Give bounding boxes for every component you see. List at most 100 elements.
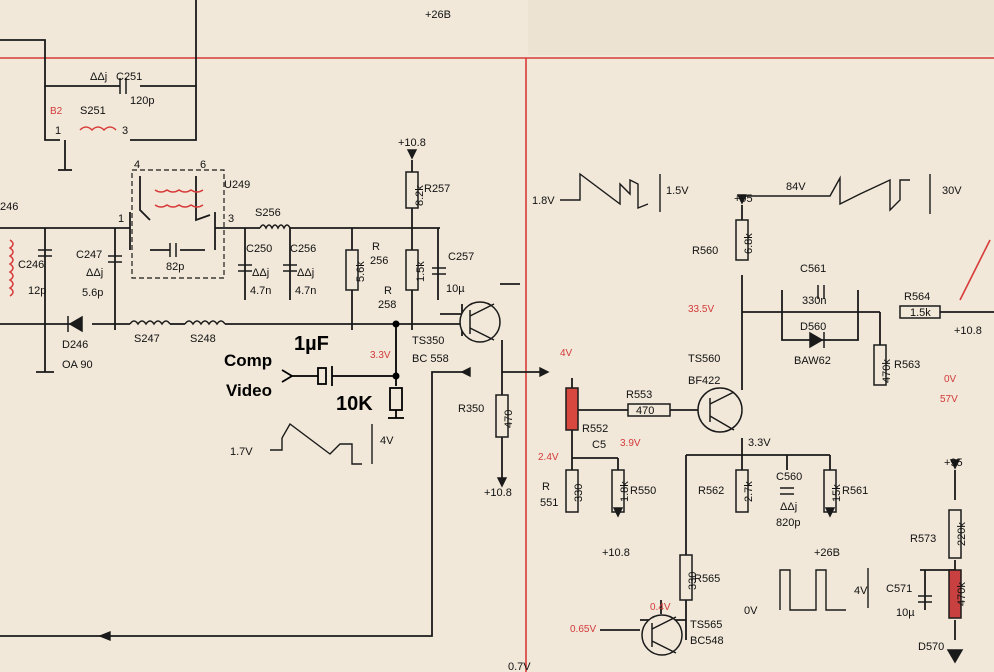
r350-value: 470: [503, 410, 515, 428]
c250-code: ΔΔj: [252, 267, 269, 279]
wave2-right: 30V: [942, 185, 962, 197]
c560-code: ΔΔj: [780, 501, 797, 513]
comp-video-annotation: Comp Video 1µF 10K: [224, 320, 404, 419]
r564-label: R564: [904, 291, 930, 303]
c256-code: ΔΔj: [297, 267, 314, 279]
c257-value: 10µ: [446, 283, 465, 295]
s251-label: S251: [80, 105, 106, 117]
wave2-left: 84V: [786, 181, 806, 193]
v0b-label: 0V: [744, 605, 758, 617]
r565-value: 330: [687, 572, 699, 590]
c571-value: 10µ: [896, 607, 915, 619]
v4red-label: 4V: [560, 348, 573, 359]
u249-pin1: 1: [118, 213, 124, 225]
waveforms: [270, 172, 931, 611]
r573-label: R573: [910, 533, 936, 545]
stage1-labels: +10.8 R257 8.2k R 256 5.6k R 258 1.5k C2…: [230, 137, 515, 499]
v04-label: 0.4V: [650, 602, 671, 613]
r551-number: 551: [540, 497, 558, 509]
c5-tag: C5: [592, 439, 606, 451]
r551-label: R: [542, 481, 550, 493]
r552-label: R552: [582, 423, 608, 435]
c251-code: ΔΔj: [90, 71, 107, 83]
video-label: Video: [226, 381, 272, 400]
comp-label: Comp: [224, 351, 272, 370]
wiring: [0, 0, 994, 640]
v0-label: 0V: [944, 374, 957, 385]
d560-label: D560: [800, 321, 826, 333]
c247-code: ΔΔj: [86, 267, 103, 279]
r563-value: 470k: [881, 359, 893, 383]
s256-label: S256: [255, 207, 281, 219]
r258-number: 258: [378, 299, 396, 311]
r256-label: R: [372, 241, 380, 253]
v4-label: 4V: [380, 435, 394, 447]
r258-label: R: [384, 285, 392, 297]
r563-label: R563: [894, 359, 920, 371]
r560-label: R560: [692, 245, 718, 257]
b2-tag: B2: [50, 106, 63, 117]
r561-value: 15k: [831, 484, 843, 502]
r257-label: R257: [424, 183, 450, 195]
r550-supply: +10.8: [602, 547, 630, 559]
c251-label: C251: [116, 71, 142, 83]
v33-label: 3.3V: [370, 350, 391, 361]
supply-top-label: +26B: [425, 9, 451, 21]
ts350-label: TS350: [412, 335, 444, 347]
v24-label: 2.4V: [538, 452, 559, 463]
c571-label: C571: [886, 583, 912, 595]
res-value-label: 10K: [336, 393, 373, 415]
c256-label: C256: [290, 243, 316, 255]
tuner-labels: ΔΔj C251 120p B2 S251 1 3 4 6 U249 1 3 8…: [0, 71, 316, 371]
s248-label: S248: [190, 333, 216, 345]
r573-supply: +95: [944, 457, 963, 469]
r560-supply: +95: [734, 193, 753, 205]
r561-label: R561: [842, 485, 868, 497]
r256-value: 5.6k: [355, 261, 367, 282]
r562-value: 2.7k: [743, 481, 755, 502]
r573-value: 220k: [956, 522, 968, 546]
c560-value: 820p: [776, 517, 800, 529]
v335-label: 33.5V: [688, 304, 714, 315]
components: [8, 78, 964, 664]
r550-value: 1.8k: [619, 481, 631, 502]
wave1-left: 1.8V: [532, 195, 555, 207]
r562-label: R562: [698, 485, 724, 497]
c250-label: C250: [246, 243, 272, 255]
c246-label: C246: [18, 259, 44, 271]
wave1-right: 1.5V: [666, 185, 689, 197]
v57-label: 57V: [940, 394, 958, 405]
u249-label: U249: [224, 179, 250, 191]
v07-label: 0.7V: [508, 661, 531, 672]
red-frame-lines: [0, 57, 994, 672]
ts565-type: BC548: [690, 635, 724, 647]
r257-value: 8.2k: [414, 185, 426, 206]
arrows: [98, 149, 961, 642]
d246-label: D246: [62, 339, 88, 351]
u249-pin4: 4: [134, 159, 140, 171]
s247-label: S247: [134, 333, 160, 345]
u249-pin6: 6: [200, 159, 206, 171]
r565-label: R565: [694, 573, 720, 585]
c257-label: C257: [448, 251, 474, 263]
d246-type: OA 90: [62, 359, 93, 371]
ts560-type: BF422: [688, 375, 720, 387]
background-table-area: [0, 0, 994, 60]
r553-label: R553: [626, 389, 652, 401]
stage3-labels: R565 330 0.4V 0V 4V TS565 BC548 0.65V 0.…: [508, 457, 968, 672]
red-resistor-value: 470k: [956, 582, 968, 606]
r553-value: 470: [636, 405, 654, 417]
d570-label: D570: [918, 641, 944, 653]
r564-value: 1.5k: [910, 307, 931, 319]
v17-label: 1.7V: [230, 446, 253, 458]
r551-value: 330: [573, 484, 585, 502]
c246-value: 12p: [28, 285, 46, 297]
v39-label: 3.9V: [620, 438, 641, 449]
ts560-label: TS560: [688, 353, 720, 365]
s251-pin1: 1: [55, 125, 61, 137]
l246-label: 246: [0, 201, 18, 213]
v4b-label: 4V: [854, 585, 868, 597]
r560-value: 6.8k: [743, 233, 755, 254]
